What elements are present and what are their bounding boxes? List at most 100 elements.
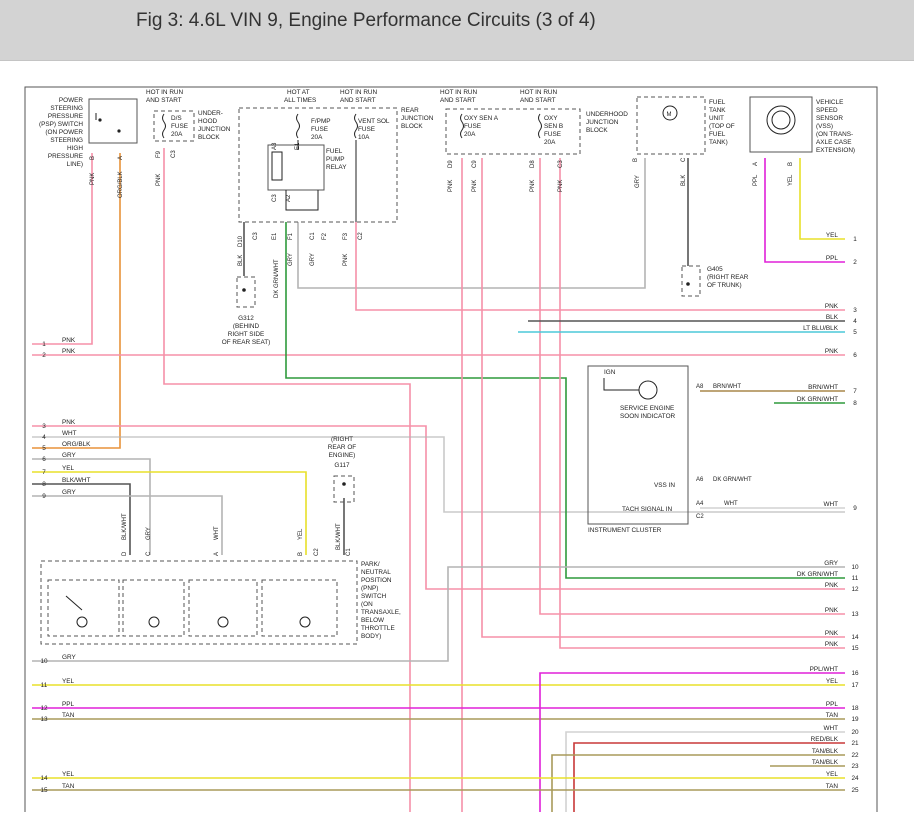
label-pnp-blkwht2: BLK/WHT [336,523,342,550]
right-connector-pin-number: 8 [853,400,857,407]
left-connector-wire-label: TAN [62,783,75,790]
left-connector-pin-number: 9 [42,493,46,500]
label-pnk-f3: PNK [343,254,349,266]
pnp-section-4 [261,579,338,637]
right-connector-pin-number: 7 [853,388,857,395]
pin-pnp-c: C [146,551,152,556]
left-connector-pin-number: 3 [42,423,46,430]
left-connector-pin-number: 14 [40,775,48,782]
g117-text-3: G117 [334,462,350,469]
right-connector-wire-label: TAN [826,712,839,719]
uhjb-text-0: UNDER- [198,110,223,117]
vss-text-1: SPEED [816,107,838,114]
oxy-a-fuse-symbol [460,113,464,139]
wire-left10-gry [32,566,845,662]
g312-box [236,276,256,308]
g405-text-2: OF TRUNK) [707,282,742,289]
pin-rj-f3: F3 [343,232,349,240]
pnp-text-7: BELOW [361,617,385,624]
pnp-switch-box [40,560,358,645]
pnp-text-5: (ON [361,601,373,608]
right-connector-wire-label: PNK [825,303,839,310]
dis-fuse-symbol [162,113,166,139]
pnp-d-icon-4 [299,616,311,628]
left-connector-wire-label: PNK [62,337,76,344]
ses-lamp-icon [638,380,658,400]
label-psp-org: ORG/BLK [118,171,124,198]
vss-text-0: VEHICLE [816,99,843,106]
vent-sol-fuse-symbol [354,113,358,139]
oxy-b-fuse-symbol [538,113,542,139]
fuel-pump-relay-box [267,144,325,191]
pnp-contacts [65,595,83,611]
instrument-cluster-box [587,365,689,525]
wire-label-ic-wht: WHT [724,501,738,507]
g312-text-0: G312 [238,315,254,322]
left-connector-pin-number: 8 [42,481,46,488]
right-connector-pin-number: 19 [851,716,859,723]
psp-text-5: STEERING [50,137,83,144]
wiring-diagram: M POWER STEERING P [0,60,914,817]
label-psp-pnk: PNK [90,173,96,185]
wire-vss-ppl [764,158,845,263]
g405-box [681,265,701,297]
oxya-text-1: FUSE [464,123,481,130]
wire-left9-gry [32,495,223,555]
ses-text-0: SERVICE ENGINE [620,405,674,412]
ign-label: IGN [604,369,616,376]
wire-right20-wht [565,731,845,812]
vsf-text-2: 10A [358,134,370,141]
vsf-text-1: FUSE [358,126,375,133]
pin-dis-c3: C3 [171,150,177,158]
right-connector-wire-label: WHT [823,501,838,508]
vss-sensor-inner [771,110,791,130]
vsf-text-0: VENT SOL [358,118,390,125]
right-connector-wire-label: PPL [826,255,839,262]
wire-left8-blkwht [32,483,131,555]
vss-text-6: EXTENSION) [816,147,855,154]
pnp-section-3 [188,579,258,637]
pin-rj-d10: D10 [238,235,244,247]
uhjb-text-2: JUNCTION [198,126,231,133]
right-connector-pin-number: 2 [853,259,857,266]
right-connector-wire-label: PPL [826,701,839,708]
wire-left7-yel [32,471,307,555]
right-connector-pin-number: 3 [853,307,857,314]
psp-text-3: (PSP) SWITCH [39,121,83,128]
fuel-pump-motor-icon [662,105,678,121]
hot-label-3b: AND START [340,97,376,104]
fpr-text-2: RELAY [326,164,347,171]
wire-ox-c9 [481,158,845,638]
pin-a8: A8 [696,384,704,390]
fpmp-text-0: F/PMP [311,118,331,125]
psp-text-0: POWER [59,97,84,104]
pin-psp-b: B [90,156,96,160]
oxy-junction-block [445,108,581,155]
pnp-d-icon-2 [148,616,160,628]
label-ox3: PNK [530,180,536,192]
right-connector-wire-label: TAN/BLK [812,759,839,766]
left-connector-pin-number: 5 [42,445,46,452]
psp-switch-node-2 [117,129,121,133]
psp-switch-box [88,98,138,144]
components: M [40,96,813,645]
right-connector-wire-label: PNK [825,641,839,648]
pin-psp-a: A [118,156,124,160]
psp-label: POWER STEERING PRESSURE (PSP) SWITCH (ON… [39,97,83,168]
hot-label-4b: AND START [440,97,476,104]
hot-label-5a: HOT IN RUN [520,89,558,96]
g117-label: (RIGHT REAR OF ENGINE) G117 [328,436,357,469]
right-connector-wire-label: DK GRN/WHT [797,571,838,578]
left-connector-pin-number: 4 [42,434,46,441]
dis-fuse-text-0: D/S [171,115,182,122]
pin-a6: A6 [696,477,704,483]
right-connector-wire-label: BLK [826,314,839,321]
right-connector-pin-number: 16 [851,670,859,677]
psp-text-6: HIGH [67,145,83,152]
wire-label-brnwht: BRN/WHT [713,384,741,390]
wire-f3-pnk [355,222,845,311]
right-connector-wire-label: LT BLU/BLK [803,325,839,332]
left-connector-wire-label: YEL [62,465,75,472]
rjb-text-0: REAR [401,107,419,114]
right-connector-pin-number: 25 [851,787,859,794]
